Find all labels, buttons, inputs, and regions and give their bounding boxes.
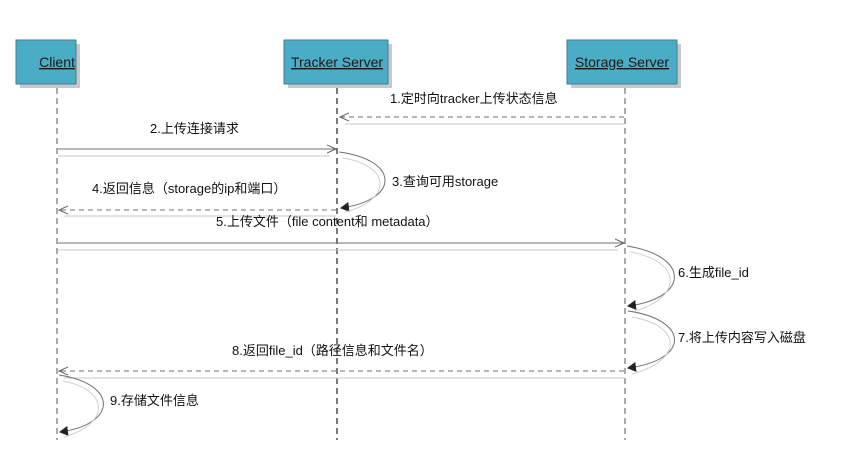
actor-storage-server: Storage Server [566,39,681,88]
message-3-loop [338,151,386,212]
message-5-label: 5.上传文件（file content和 metadata） [216,214,439,229]
actor-tracker-server-label: Tracker Server [291,54,383,70]
actor-tracker-server-box [283,39,389,85]
message-7-label: 7.将上传内容写入磁盘 [678,330,806,345]
actor-client: Client [15,39,80,88]
message-8: 8.返回file_id（路径信息和文件名） [59,343,624,379]
message-7: 7.将上传内容写入磁盘 [627,310,806,375]
actor-client-label: Client [39,54,75,70]
message-3: 3.查询可用storage [338,151,498,213]
message-6-loop [626,245,675,310]
actor-storage-server-label: Storage Server [575,54,669,70]
actor-client-box [15,39,77,85]
message-1: 1.定时向tracker上传状态信息 [340,91,624,125]
message-9: 9.存储文件信息 [58,374,199,438]
message-2: 2.上传连接请求 [58,121,336,157]
message-6-label: 6.生成file_id [678,265,749,280]
message-5: 5.上传文件（file content和 metadata） [58,214,624,251]
message-7-loop [627,310,675,372]
message-4: 4.返回信息（storage的ip和端口） [59,181,336,217]
message-9-loop [58,374,104,436]
actor-tracker-server: Tracker Server [283,39,392,88]
actor-storage-server-box [566,39,678,85]
message-2-label: 2.上传连接请求 [150,121,239,136]
message-1-label: 1.定时向tracker上传状态信息 [390,91,558,106]
message-3-label: 3.查询可用storage [392,174,498,189]
message-9-label: 9.存储文件信息 [110,393,199,408]
message-8-label: 8.返回file_id（路径信息和文件名） [232,343,433,358]
message-4-label: 4.返回信息（storage的ip和端口） [92,181,286,196]
message-6: 6.生成file_id [626,245,749,313]
